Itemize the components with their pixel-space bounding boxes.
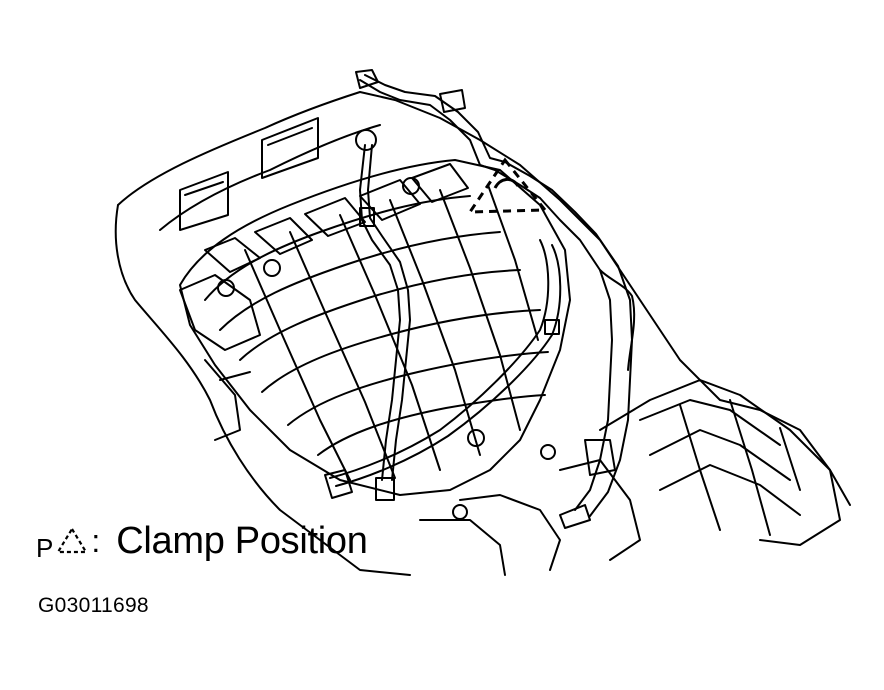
bolt xyxy=(540,444,556,460)
bolt xyxy=(263,259,281,277)
dashed-triangle-icon xyxy=(56,526,89,554)
wire-harness xyxy=(359,79,613,511)
legend-colon: : xyxy=(91,522,101,559)
bolt xyxy=(402,177,420,195)
bolt xyxy=(467,429,485,447)
clamp-position-marker xyxy=(467,157,549,214)
legend-prefix: P xyxy=(36,532,54,563)
figure-code: G03011698 xyxy=(38,594,149,617)
dipstick-tube xyxy=(359,144,401,481)
bolt xyxy=(452,504,468,520)
legend-label: Clamp Position xyxy=(116,519,368,562)
legend: P : Clamp Position xyxy=(36,516,368,566)
intake-manifold xyxy=(179,159,571,496)
housing-outline xyxy=(117,91,851,506)
cable xyxy=(329,239,550,479)
